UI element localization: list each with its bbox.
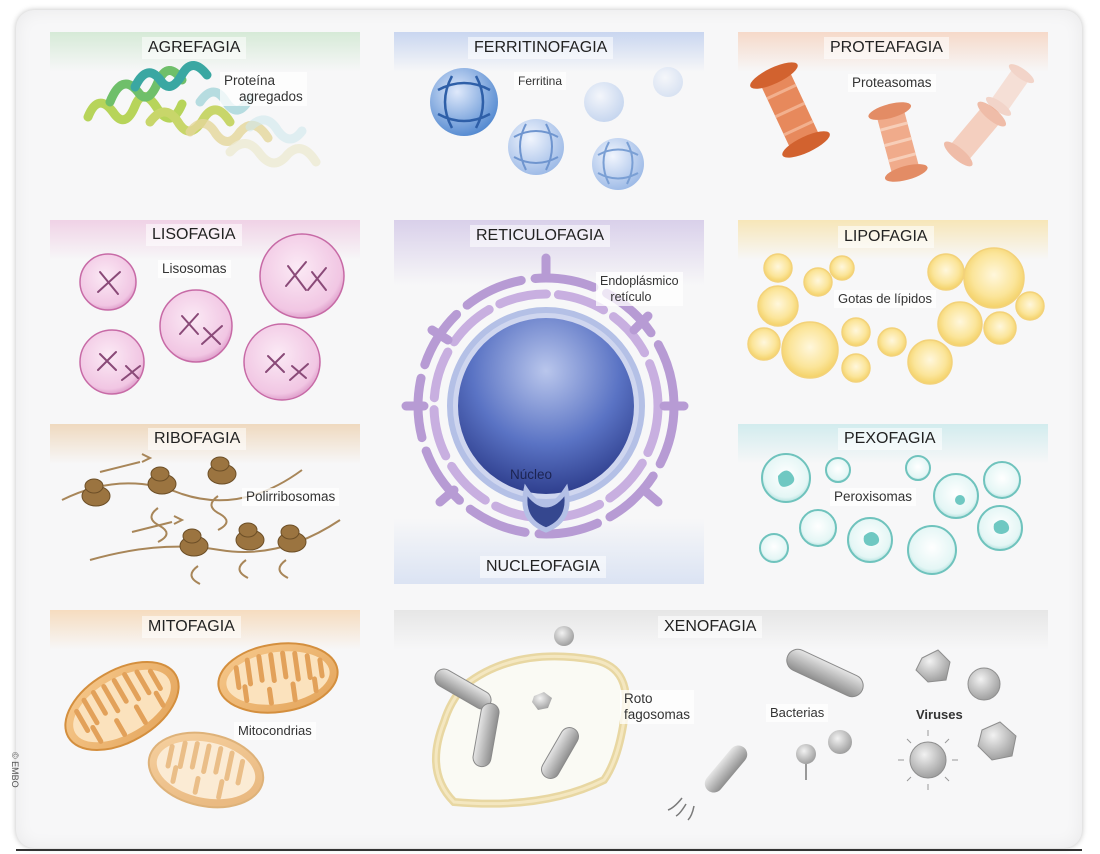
protein-aggregates-illustration: [83, 61, 321, 168]
panel-reticulofagia: RETICULOFAGIA Endoplásmico retículo Núcl…: [394, 220, 704, 584]
peroxisomes-illustration: [759, 453, 1023, 575]
bottom-rule: [16, 849, 1082, 851]
nucleus-label: Núcleo: [510, 467, 553, 482]
panel-lisofagia: LISOFAGIA Lisosomas: [50, 220, 360, 410]
bacteria-label: Bacterias: [766, 704, 829, 722]
panel-title: PROTEAFAGIA: [824, 37, 949, 59]
ferritin-label: Ferritina: [514, 72, 567, 90]
polyribosomes-illustration: [61, 453, 341, 585]
panel-title: FERRITINOFAGIA: [468, 37, 614, 59]
panel-title: XENOFAGIA: [658, 616, 763, 638]
xenophagy-illustration: [432, 626, 1017, 821]
lysosomes-label: Lisosomas: [158, 260, 231, 278]
panel-title: LIPOFAGIA: [838, 226, 934, 248]
panel-title: PEXOFAGIA: [838, 428, 942, 450]
panel-xenofagia: XENOFAGIA: [394, 610, 1048, 832]
panel-mitofagia: MITOFAGIA Mitocondrias: [50, 610, 360, 832]
panel-bottom-title: NUCLEOFAGIA: [480, 556, 606, 578]
peroxisomes-label: Peroxisomas: [830, 488, 917, 506]
panel-lipofagia: LIPOFAGIA Gotas de lípidos: [738, 220, 1048, 410]
ferritin-large: [430, 68, 498, 136]
ferritin-illustration: [430, 67, 683, 190]
polyribosomes-label: Polirribosomas: [242, 488, 340, 506]
lysosomes-illustration: [79, 233, 345, 401]
proteasomes-illustration: [750, 62, 1035, 182]
panel-title: AGREFAGIA: [142, 37, 247, 59]
watermark: © EMBO: [10, 752, 20, 788]
mitochondria-illustration: [64, 642, 339, 809]
panel-title: RIBOFAGIA: [148, 428, 247, 450]
panel-ribofagia: RIBOFAGIA Polirribosomas: [50, 424, 360, 592]
proteasomes-label: Proteasomas: [848, 74, 936, 92]
panel-title: RETICULOFAGIA: [470, 225, 611, 247]
panel-agrefagia: AGREFAGIA Proteína agregados: [50, 32, 360, 202]
nucleus-er-illustration: [401, 253, 689, 539]
panel-pexofagia: PEXOFAGIA Peroxisomas: [738, 424, 1048, 592]
panel-title: MITOFAGIA: [142, 616, 241, 638]
panel-title: LISOFAGIA: [146, 224, 242, 246]
protein-aggregates-label: Proteína agregados: [220, 72, 307, 106]
panel-ferritinofagia: FERRITINOFAGIA Ferritina: [394, 32, 704, 202]
lipid-droplets-label: Gotas de lípidos: [834, 290, 936, 308]
mitochondria-label: Mitocondrias: [234, 722, 316, 740]
panel-proteafagia: PROTEAFAGIA Proteasomas: [738, 32, 1048, 202]
viruses-label: Viruses: [916, 707, 963, 722]
lipid-droplets-illustration: [747, 247, 1045, 385]
er-label: Endoplásmico retículo: [596, 272, 683, 306]
broken-phagosomes-label: Roto fagosomas: [620, 690, 695, 724]
